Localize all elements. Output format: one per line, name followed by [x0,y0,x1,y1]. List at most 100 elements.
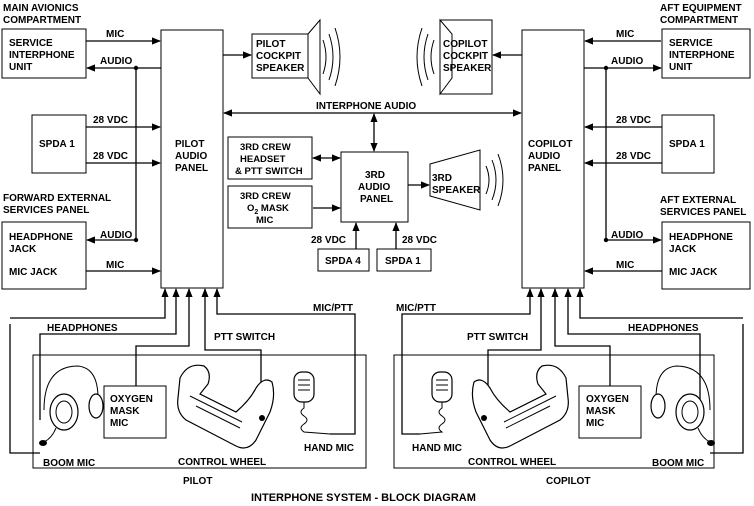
copilot-speaker-line-2: COCKPIT [443,51,488,62]
headphones-wire-right [564,288,701,420]
audio-label-left-top: AUDIO [100,56,132,67]
oxygen-left-line-3: MIC [110,418,128,429]
spda4-box [317,248,370,272]
spda4-label: SPDA 4 [325,256,361,267]
hand-mic-label-left: HAND MIC [304,443,354,454]
copilot-speaker-line-1: COPILOT [443,39,487,50]
pilot-panel-line-2: AUDIO [175,151,207,162]
third-speaker [429,149,504,211]
copilot-bus-wire-outer [576,288,743,319]
service-interphone-unit-right [661,28,751,79]
aft-external-heading-1: AFT EXTERNAL [660,195,736,206]
third-speaker-line-1: 3RD [432,173,452,184]
ptt-label-right: PTT SWITCH [467,332,528,343]
ptt-label-left: PTT SWITCH [214,332,275,343]
oxygen-right-line-3: MIC [586,418,604,429]
diagram-title: INTERPHONE SYSTEM - BLOCK DIAGRAM [251,492,476,504]
audio-label-right-top: AUDIO [611,56,643,67]
third-mask-line-1: 3RD CREW [240,191,291,202]
forward-external-heading-2: SERVICES PANEL [3,205,89,216]
pilot-speaker-line-2: COCKPIT [256,51,301,62]
copilot-panel-line-1: COPILOT [528,139,572,150]
pilot-cockpit-speaker [251,18,341,96]
vdc-label-spda4: 28 VDC [311,235,346,246]
service-interphone-unit-left [1,28,87,79]
third-headset-line-2: HEADSET [240,154,286,165]
interphone-audio-label: INTERPHONE AUDIO [316,101,416,112]
service-interphone-left-line-3: UNIT [9,62,32,73]
jack-left-line-3: MIC JACK [9,267,58,278]
oxygen-wire-left [135,288,193,386]
jack-right-line-1: HEADPHONE [669,232,733,243]
vdc-label-left-1: 28 VDC [93,115,128,126]
audio-label-left-jack: AUDIO [100,230,132,241]
third-panel-line-1: 3RD [365,170,385,181]
mic-label-right-jack: MIC [616,260,634,271]
headphones-wire-left [39,288,180,420]
copilot-speaker-line-3: SPEAKER [443,63,492,74]
pilot-audio-panel [160,29,224,289]
headset-icon-right [650,365,715,446]
spda1-right-label: SPDA 1 [669,139,705,150]
boom-mic-label-left: BOOM MIC [43,458,95,469]
pilot-section-label: PILOT [183,476,212,487]
pilot-panel-line-3: PANEL [175,163,208,174]
oxygen-left-line-2: MASK [110,406,140,417]
third-headset-line-3: & PTT SWITCH [235,166,303,177]
mic-ptt-label-left: MIC/PTT [313,303,353,314]
aft-equipment-heading-1: AFT EQUIPMENT [660,3,742,14]
vdc-label-right-2: 28 VDC [616,151,651,162]
third-mask-line-2: O2 MASK [247,203,289,216]
vdc-label-right-1: 28 VDC [616,115,651,126]
control-wheel-label-left: CONTROL WHEEL [178,457,266,468]
mic-label-left-top: MIC [106,29,124,40]
mic-ptt-wire-left [213,288,356,435]
service-interphone-left-line-2: INTERPHONE [9,50,75,61]
headset-icon-left [39,365,104,446]
third-mask-line-3: MIC [256,215,274,226]
third-panel-line-3: PANEL [360,194,393,205]
jack-box-left [1,221,87,290]
mic-label-left-jack: MIC [106,260,124,271]
aft-external-heading-2: SERVICES PANEL [660,207,746,218]
pilot-station-frame [32,354,367,469]
boom-mic-wire-right [710,324,744,454]
pilot-speaker-line-1: PILOT [256,39,285,50]
main-avionics-heading-2: COMPARTMENT [3,15,81,26]
oxygen-right-line-1: OXYGEN [586,394,629,405]
boom-mic-wire-left [9,324,40,454]
vdc-label-spda1-mid: 28 VDC [402,235,437,246]
copilot-station-frame [393,354,715,469]
control-wheel-icon-left [177,364,275,449]
control-wheel-icon-right [471,364,569,449]
oxygen-right-line-2: MASK [586,406,616,417]
forward-external-heading-1: FORWARD EXTERNAL [3,193,111,204]
third-panel-line-2: AUDIO [358,182,390,193]
oxygen-mask-mic-left [103,385,167,439]
third-speaker-line-2: SPEAKER [432,185,481,196]
jack-right-line-3: MIC JACK [669,267,718,278]
oxygen-mask-mic-right [578,385,642,439]
copilot-panel-line-3: PANEL [528,163,561,174]
spda1-mid-box [376,248,432,272]
boom-mic-label-right: BOOM MIC [652,458,704,469]
jack-box-right [661,221,751,290]
pilot-panel-line-1: PILOT [175,139,204,150]
pilot-bus-wire-outer [10,288,169,319]
service-interphone-right-line-2: INTERPHONE [669,50,735,61]
ptt-wire-right [487,288,545,418]
spda1-left-label: SPDA 1 [39,139,75,150]
spda1-right-box [661,114,715,174]
pilot-speaker-line-3: SPEAKER [256,63,305,74]
service-interphone-right-line-1: SERVICE [669,38,713,49]
third-crew-mask-box [227,185,313,229]
mic-ptt-wire-right [401,288,534,435]
jack-right-line-2: JACK [669,244,697,255]
spda1-mid-label: SPDA 1 [385,256,421,267]
jack-left-line-2: JACK [9,244,37,255]
spda1-left-box [31,114,87,174]
control-wheel-label-right: CONTROL WHEEL [468,457,556,468]
hand-mic-icon-left [293,371,331,435]
oxygen-wire-right [551,288,611,386]
